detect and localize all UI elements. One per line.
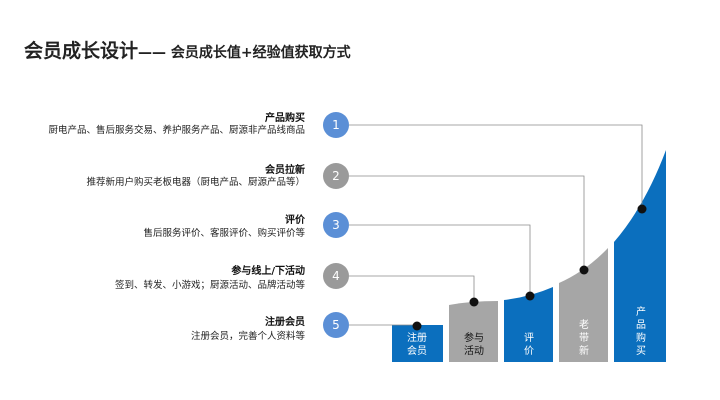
connector-line-4 <box>349 275 475 301</box>
stair-1-label-line-1: 注册 <box>407 331 427 344</box>
step-4-circle: 4 <box>323 263 349 289</box>
connector-line-1 <box>349 124 643 209</box>
page-title: 会员成长设计—— 会员成长值+经验值获取方式 <box>24 36 351 63</box>
stair-bar-4 <box>559 248 608 362</box>
step-5-circle: 5 <box>323 312 349 338</box>
title-dash: —— <box>138 45 171 61</box>
stair-5-label-line-4: 买 <box>636 345 646 357</box>
stair-4-label-line-1: 老 <box>579 318 589 331</box>
stair-1-label-line-2: 会员 <box>407 344 427 357</box>
step-2-circle: 2 <box>323 163 349 189</box>
stair-5-label-line-3: 购 <box>636 331 646 344</box>
item-4-title: 参与线上/下活动 <box>231 266 305 277</box>
stair-dot-1 <box>412 321 422 331</box>
stair-bar-1 <box>392 325 443 362</box>
stair-3-label-line-2: 价 <box>524 345 534 357</box>
connector-line-2 <box>349 175 585 269</box>
item-5-desc: 注册会员，完善个人资料等 <box>190 331 305 342</box>
item-1-desc: 厨电产品、售后服务交易、养护服务产品、厨源非产品线商品 <box>48 125 305 136</box>
stair-5-label-line-2: 品 <box>636 319 646 331</box>
item-3-title: 评价 <box>285 215 305 226</box>
connector-line-3 <box>349 224 531 296</box>
stair-2-label-line-2: 活动 <box>464 345 484 357</box>
item-5-title: 注册会员 <box>265 317 305 328</box>
item-1-title: 产品购买 <box>265 113 305 124</box>
stair-bar-3 <box>504 287 553 362</box>
stair-dot-3 <box>525 291 535 301</box>
title-main: 会员成长设计 <box>24 40 139 62</box>
item-2-title: 会员拉新 <box>265 165 305 176</box>
stair-dot-4 <box>579 265 589 275</box>
step-3-circle: 3 <box>323 212 349 238</box>
stair-2-label-line-1: 参与 <box>464 331 484 344</box>
stair-bar-2 <box>449 301 498 362</box>
item-3-desc: 售后服务评价、客服评价、购买评价等 <box>143 228 305 239</box>
stair-bar-5 <box>614 150 666 362</box>
title-subtitle: 会员成长值+经验值获取方式 <box>170 45 351 61</box>
stair-5-label-line-1: 产 <box>636 305 646 318</box>
stair-dot-2 <box>469 297 479 307</box>
stair-3-label-line-1: 评 <box>524 332 534 344</box>
item-2-desc: 推荐新用户购买老板电器（厨电产品、厨源产品等） <box>86 177 305 188</box>
stair-4-label-line-2: 带 <box>579 332 589 344</box>
stair-dot-5 <box>637 204 647 214</box>
stair-4-label-line-3: 新 <box>579 344 589 357</box>
item-4-desc: 签到、转发、小游戏；厨源活动、品牌活动等 <box>114 280 305 291</box>
step-1-circle: 1 <box>323 112 349 138</box>
